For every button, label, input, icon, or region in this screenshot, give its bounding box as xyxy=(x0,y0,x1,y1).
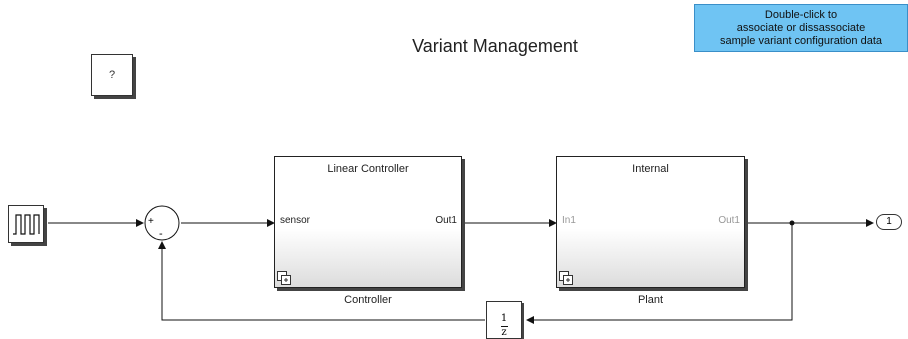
annotation-line-2: associate or dissassociate xyxy=(736,22,866,34)
annotation-line-1: Double-click to xyxy=(764,9,838,21)
outport-number: 1 xyxy=(886,216,892,227)
controller-header: Linear Controller xyxy=(327,163,409,175)
unit-delay-fraction-bar xyxy=(501,326,508,327)
plant-label: Plant xyxy=(637,294,664,306)
signal-feedback-branch[interactable] xyxy=(526,223,793,324)
outport-block[interactable]: 1 xyxy=(876,214,902,230)
annotation-line-3: sample variant configuration data xyxy=(719,35,883,47)
branch-point xyxy=(789,220,795,226)
variant-config-annotation[interactable]: Double-click to associate or dissassocia… xyxy=(694,4,908,52)
sum-minus-sign: - xyxy=(159,228,163,240)
sum-circle xyxy=(144,205,180,241)
info-block[interactable]: ? xyxy=(91,54,133,96)
unit-delay-denominator: z xyxy=(501,327,507,338)
plant-output-port: Out1 xyxy=(718,215,740,226)
controller-subsystem[interactable]: Linear Controller sensor Out1 xyxy=(274,156,462,288)
variant-subsystem-icon[interactable] xyxy=(559,271,573,285)
model-title: Variant Management xyxy=(412,36,578,56)
unit-delay-block[interactable]: 1 z xyxy=(486,301,522,339)
pulse-generator-block[interactable] xyxy=(8,205,44,243)
controller-output-port: Out1 xyxy=(435,215,457,226)
controller-input-port: sensor xyxy=(280,215,311,226)
sum-block[interactable]: + - xyxy=(143,204,181,242)
plant-input-port: In1 xyxy=(562,215,576,226)
info-block-text: ? xyxy=(108,69,116,81)
variant-subsystem-icon[interactable] xyxy=(277,271,291,285)
signal-feedback-to-sum[interactable] xyxy=(158,241,485,321)
controller-label: Controller xyxy=(344,294,392,306)
plant-header: Internal xyxy=(632,163,669,175)
unit-delay-numerator: 1 xyxy=(500,313,508,324)
plant-subsystem[interactable]: Internal In1 Out1 xyxy=(556,156,745,288)
sum-plus-sign: + xyxy=(148,216,154,227)
pulse-wave-icon xyxy=(13,214,40,235)
